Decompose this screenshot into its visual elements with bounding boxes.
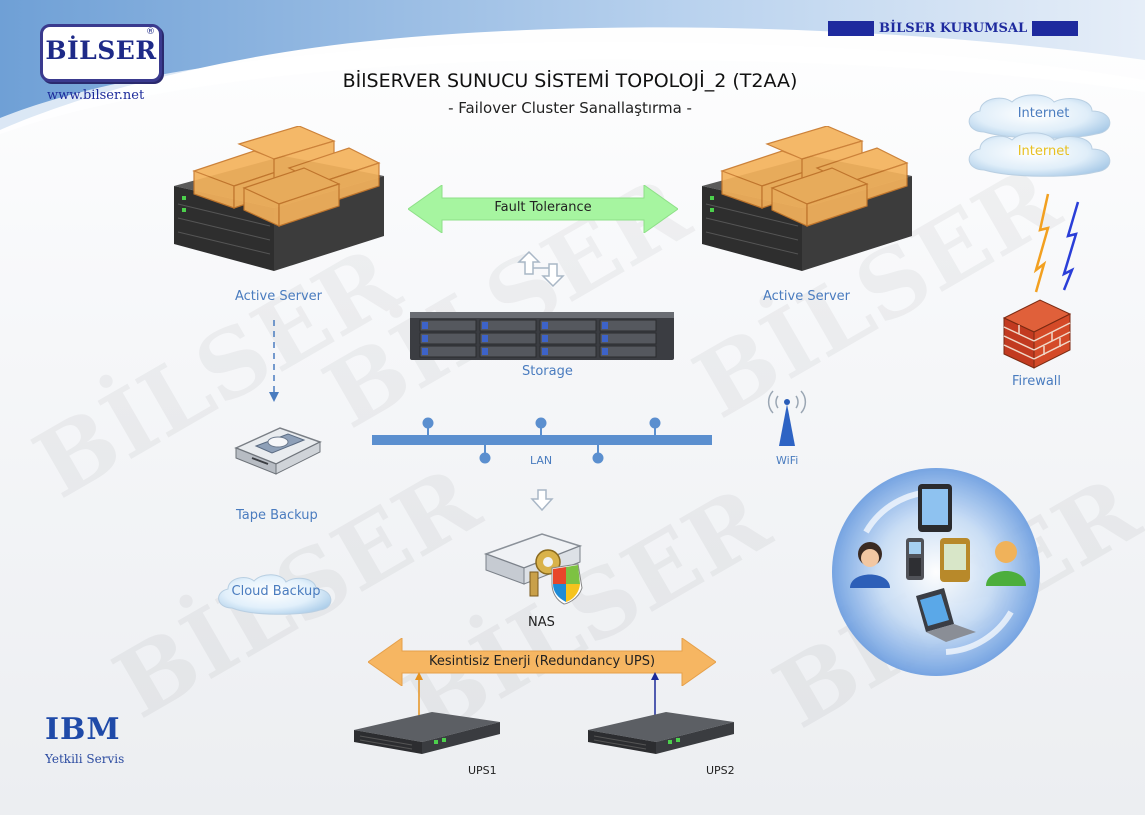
tape-backup-label: Tape Backup [236,508,318,523]
wifi-icon [767,390,807,446]
ups2-icon [588,712,734,754]
corporate-banner: BİLSER KURUMSAL [828,20,1079,36]
user-female-icon [850,542,890,588]
banner-bar-left [828,20,874,36]
pda-icon [940,538,970,582]
storage-icon [410,312,674,360]
users-devices-group [832,468,1040,676]
nas-label: NAS [528,615,555,630]
storage-label: Storage [522,364,573,379]
laptop-icon [916,588,976,642]
internet-clouds-icon [968,94,1111,177]
ups-redundancy-arrow [368,638,716,686]
diagram-subtitle: - Failover Cluster Sanallaştırma - [448,99,692,117]
internet-label-2: Internet [1017,144,1070,159]
tape-backup-icon [234,427,322,475]
backup-link-line [269,320,279,402]
diagram-title: BİlSERVER SUNUCU SİSTEMİ TOPOLOJİ_2 (T2A… [342,70,798,92]
fault-tolerance-label: Fault Tolerance [494,200,592,215]
lan-bus [372,417,712,464]
bilser-logo[interactable]: BİLSER ® [40,24,162,82]
server-right-icon [702,126,912,271]
lan-label: LAN [530,454,553,467]
down-arrow-icon [530,489,554,512]
wifi-label: WiFi [776,454,799,467]
registered-mark: ® [146,27,155,37]
server-left-icon [174,126,384,271]
user-male-icon [986,541,1026,586]
ups-feed-lines [415,672,659,716]
cloud-backup-label: Cloud Backup [231,584,321,599]
ups2-label: UPS2 [706,764,735,777]
corporate-label: BİLSER KURUMSAL [879,20,1028,36]
server-left-label: Active Server [235,289,322,304]
brand-name: BİLSER [45,36,157,65]
sync-arrows-icon [517,250,565,288]
banner-bar-right [1032,20,1079,36]
internet-label-1: Internet [1017,106,1070,121]
authorized-service-label: Yetkili Servis [45,752,125,766]
firewall-label: Firewall [1012,374,1062,389]
lightning-icon [1033,193,1080,293]
ups1-icon [354,712,500,754]
mobile-phone-icon [906,538,924,580]
website-link[interactable]: www.bilser.net [47,88,145,103]
fault-tolerance-arrow [408,185,678,233]
firewall-icon [1002,299,1072,369]
cloud-backup-icon [218,574,332,615]
tablet-icon [918,484,952,532]
ups-redundancy-label: Kesintisiz Enerji (Redundancy UPS) [428,654,656,669]
server-right-label: Active Server [763,289,850,304]
nas-icon [483,533,583,605]
ibm-logo: IBM [45,712,121,747]
ups1-label: UPS1 [468,764,497,777]
